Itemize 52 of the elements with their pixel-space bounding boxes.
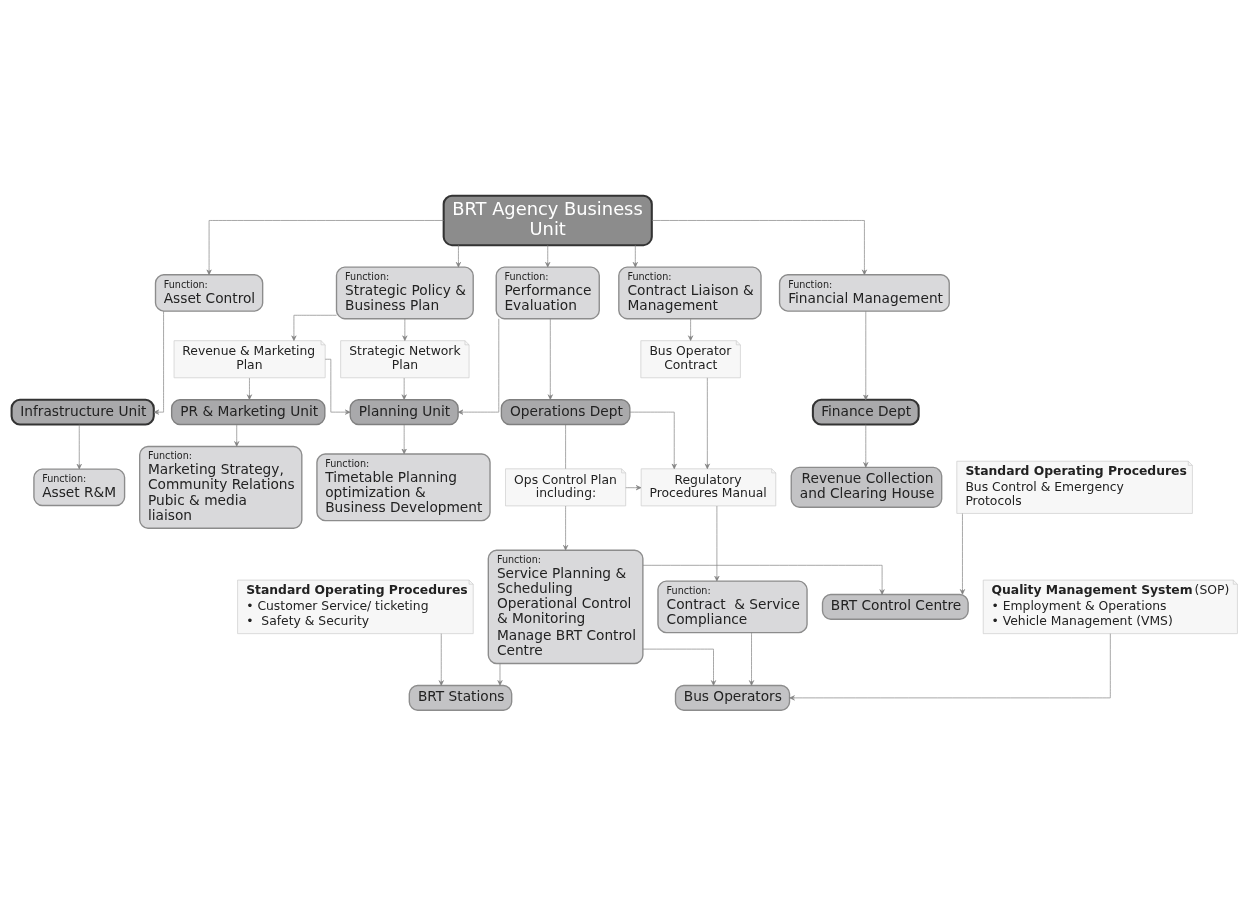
node-box: Function: Service Planning & Scheduling Operational Control & Monitoring Manage BRT Control Centre — [487, 549, 644, 665]
connector — [565, 424, 566, 470]
node-box: Function: Strategic Policy & Business Plan — [335, 266, 474, 320]
node-box: Infrastructure Unit — [10, 398, 155, 426]
arrow — [714, 505, 720, 582]
arrow — [704, 377, 710, 470]
node-box: Function: Asset R&M — [33, 468, 126, 507]
node-box: Function: Performance Evaluation — [495, 266, 600, 320]
node-box: Function: Financial Management — [778, 274, 950, 312]
node-box: Revenue Collection and Clearing House — [790, 466, 943, 508]
arrow — [547, 318, 553, 400]
node-box: Bus Operators — [674, 684, 791, 711]
node-box: BRT Stations — [408, 684, 513, 711]
arrow — [629, 411, 677, 470]
arrow — [457, 318, 500, 415]
arrow — [438, 633, 444, 686]
node-box: PR & Marketing Unit — [170, 399, 326, 426]
arrow — [401, 424, 407, 455]
node-box: Operations Dept — [500, 399, 631, 426]
arrow — [863, 310, 869, 401]
arrow — [651, 220, 867, 275]
arrow — [324, 358, 351, 415]
arrow — [642, 648, 717, 686]
node-box: Finance Dept — [811, 398, 920, 426]
arrow — [863, 424, 869, 468]
node-box: BRT Agency Business Unit — [442, 194, 653, 247]
arrow — [246, 377, 252, 400]
arrow — [749, 632, 755, 686]
arrow — [206, 220, 444, 275]
node-box: Function: Marketing Strategy, Community Relations Pubic & media liaison — [139, 445, 303, 529]
arrow — [76, 424, 82, 470]
arrow — [402, 318, 408, 341]
node-box: Function: Contract & Service Compliance — [657, 580, 808, 634]
node-box: Function: Asset Control — [154, 274, 264, 312]
arrow — [234, 424, 240, 447]
arrow — [563, 505, 569, 551]
node-box: Planning Unit — [349, 399, 459, 426]
arrow — [642, 564, 885, 595]
arrow — [688, 318, 694, 341]
arrow — [153, 310, 164, 415]
arrow — [959, 513, 965, 595]
arrow — [632, 244, 638, 268]
arrow — [455, 244, 461, 268]
node-box: Function: Timetable Planning optimization & Business Development — [316, 453, 491, 522]
node-box: Function: Contract Liaison & Management — [618, 266, 762, 320]
arrow — [497, 663, 503, 686]
arrow — [401, 377, 407, 400]
arrow — [625, 485, 642, 491]
node-box: BRT Control Centre — [821, 593, 969, 620]
arrow — [789, 633, 1111, 701]
arrow — [291, 314, 337, 341]
arrow — [545, 244, 551, 268]
